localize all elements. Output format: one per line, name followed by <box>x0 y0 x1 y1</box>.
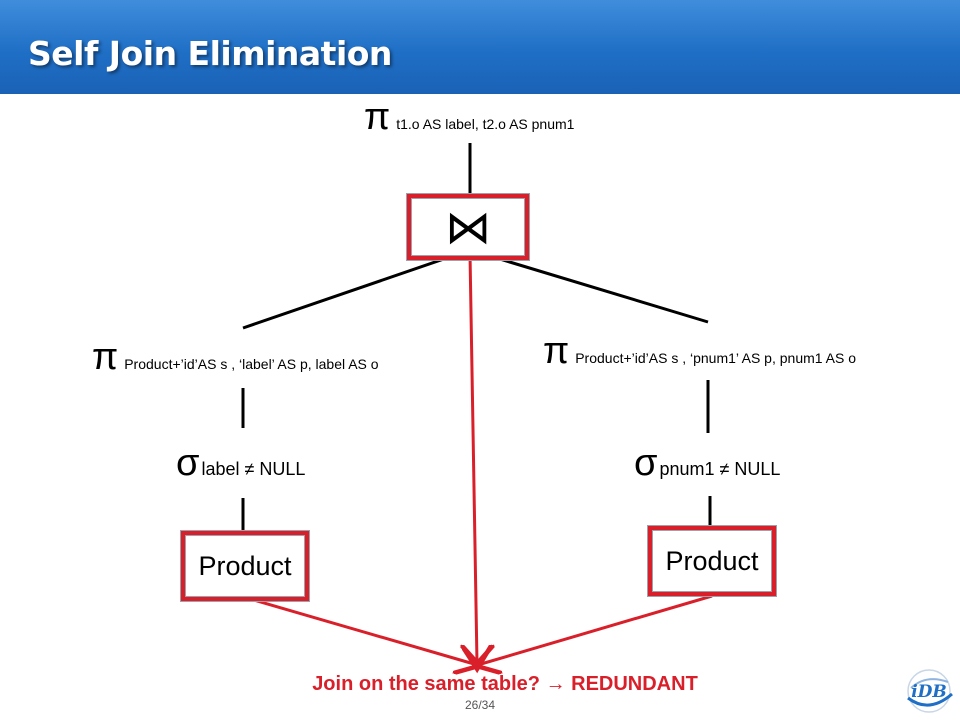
left-projection-subscript: Product+’id’AS s , ‘label’ AS p, label A… <box>124 356 379 372</box>
edge-join-left <box>242 248 471 330</box>
left-table-node: Product <box>181 531 309 601</box>
sigma-symbol: σ <box>176 442 200 484</box>
left-selection-subscript: label ≠ NULL <box>201 459 306 479</box>
svg-text:iDB: iDB <box>911 682 947 702</box>
pi-symbol: π <box>543 330 570 372</box>
idb-logo: iDB <box>907 669 953 713</box>
pi-symbol: π <box>92 336 119 378</box>
sigma-symbol: σ <box>634 442 658 484</box>
right-table-node: Product <box>648 526 776 596</box>
slide-header: Self Join Elimination <box>0 0 960 94</box>
right-selection-subscript: pnum1 ≠ NULL <box>659 459 781 479</box>
right-projection: π Product+’id’AS s , ‘pnum1’ AS p, pnum1 … <box>543 330 856 373</box>
edge-join-right <box>469 248 709 324</box>
join-symbol: ⋈ <box>445 200 491 254</box>
page-number: 26/34 <box>464 698 496 712</box>
left-projection: π Product+’id’AS s , ‘label’ AS p, label … <box>92 336 379 379</box>
arrow-right-table <box>481 594 713 664</box>
arrow-join-down <box>470 253 477 663</box>
join-node: ⋈ <box>407 194 529 260</box>
conclusion-text: Join on the same table? → REDUNDANT <box>312 673 698 695</box>
right-projection-subscript: Product+’id’AS s , ‘pnum1’ AS p, pnum1 A… <box>575 350 857 366</box>
arrow-left-table <box>246 596 474 664</box>
top-projection-subscript: t1.o AS label, t2.o AS pnum1 <box>396 116 575 132</box>
slide-title: Self Join Elimination <box>28 34 392 73</box>
pi-symbol: π <box>364 96 391 138</box>
top-projection: π t1.o AS label, t2.o AS pnum1 <box>364 96 574 139</box>
